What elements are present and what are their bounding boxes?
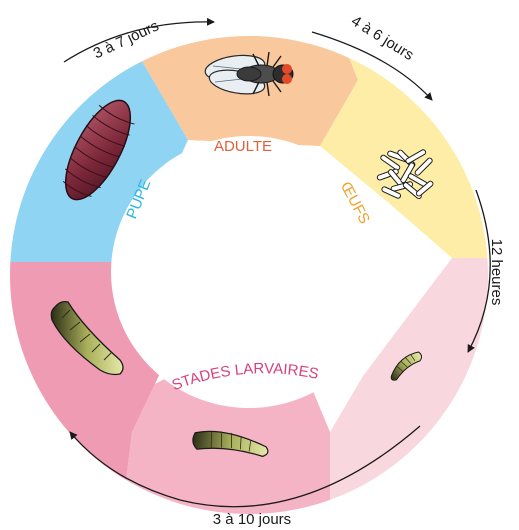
duration-oeufs-larves: 12 heures [488, 239, 505, 306]
stage-label-larves: STADES LARVAIRES [170, 360, 320, 394]
duration-larves-pupe: 3 à 10 jours [213, 511, 291, 528]
stage-label-adulte: ADULTE [214, 138, 272, 155]
duration-pupe-adulte: 3 à 7 jours [91, 17, 162, 62]
segment-oeufs [320, 10, 519, 258]
duration-adulte-oeufs: 4 à 6 jours [348, 12, 416, 64]
